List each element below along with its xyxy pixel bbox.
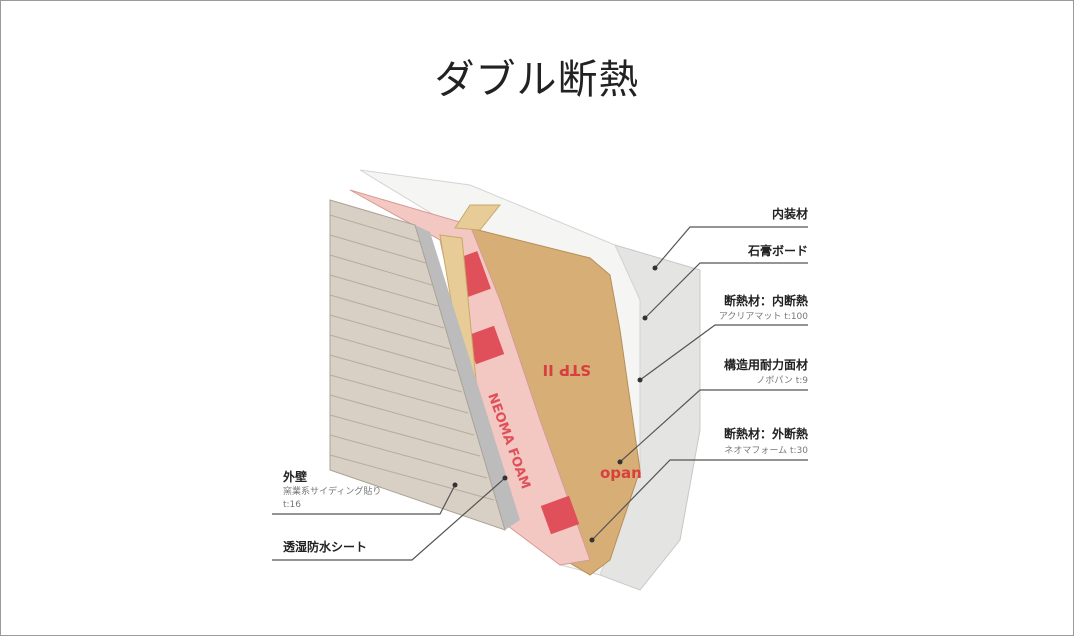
wood-stud-top (454, 204, 502, 231)
label-outer-insulation: 断熱材：外断熱 (723, 427, 808, 441)
label-structural-panel-spec: ノボパン t:9 (756, 376, 808, 386)
label-moisture-sheet: 透湿防水シート (283, 540, 368, 554)
label-inner-insulation: 断熱材：内断熱 (723, 294, 808, 308)
label-exterior-wall-spec: 窯業系サイディング貼り (283, 487, 382, 497)
label-structural-panel: 構造用耐力面材 (723, 358, 808, 372)
osb-print: STP II (543, 361, 591, 379)
label-interior-finish: 内装材 (771, 207, 808, 221)
label-inner-insulation-spec: アクリアマット t:100 (718, 312, 808, 322)
label-gypsum-board: 石膏ボード (747, 244, 808, 258)
foam-logo-mark (465, 325, 505, 365)
moisture-sheet-layer (415, 225, 520, 530)
label-outer-insulation-spec: ネオマフォーム t:30 (724, 446, 808, 456)
page-title: ダブル断熱 (434, 57, 640, 103)
foam-logo-mark (540, 495, 580, 535)
label-exterior-wall: 外壁 (283, 470, 308, 484)
label-exterior-wall-thickness: t:16 (283, 500, 302, 510)
osb-print-2: opan (600, 464, 642, 482)
